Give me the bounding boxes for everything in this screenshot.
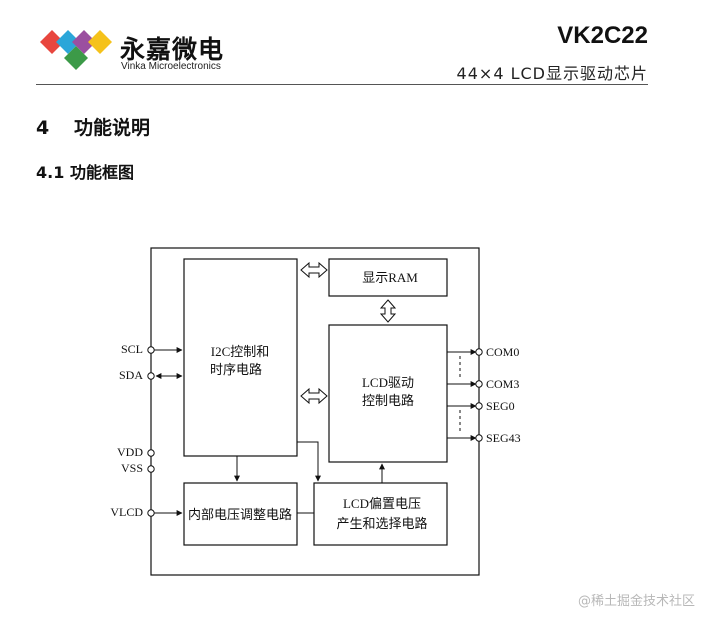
ram-driver-bus-arrow (379, 299, 397, 323)
section-heading: 4 功能说明 (36, 113, 150, 140)
pin-vlcd: VLCD (110, 505, 183, 519)
pin-vlcd-label: VLCD (110, 505, 143, 519)
pin-sda-label: SDA (119, 368, 143, 382)
pin-com3: COM3 (447, 377, 519, 391)
brand-name-english: Vinka Microelectronics (121, 61, 221, 72)
display-ram-block (328, 258, 448, 297)
subsection-heading: 4.1 功能框图 (36, 159, 134, 183)
pin-seg0-label: SEG0 (486, 399, 515, 413)
pin-com3-label: COM3 (486, 377, 519, 391)
i2c-driver-bus-arrow (300, 387, 328, 405)
i2c-to-bias-arrow (297, 441, 321, 482)
i2c-control-block (183, 258, 298, 457)
voltage-adjust-label: 内部电压调整电路 (188, 507, 292, 522)
document-subtitle: 44×4 LCD显示驱动芯片 (456, 64, 648, 83)
i2c-block-label-2: 时序电路 (210, 362, 262, 377)
header-divider (36, 84, 648, 85)
section-title-text: 功能说明 (74, 117, 151, 139)
subsection-title-text: 功能框图 (70, 163, 135, 182)
pin-com0-label: COM0 (486, 345, 519, 359)
voltage-adjust-block (183, 482, 298, 546)
watermark: @稀土掘金技术社区 (577, 594, 695, 609)
pin-scl: SCL (121, 342, 183, 356)
pin-sda: SDA (119, 368, 183, 382)
lcd-driver-label-1: LCD驱动 (362, 375, 414, 390)
lcd-bias-label-2: 产生和选择电路 (336, 516, 427, 531)
vinka-logo-icon (40, 30, 112, 70)
lcd-bias-block (313, 482, 448, 546)
pin-vdd-label: VDD (117, 445, 143, 459)
lcd-driver-label-2: 控制电路 (362, 393, 414, 408)
lcd-driver-block (328, 324, 448, 463)
pin-vss-label: VSS (121, 461, 143, 475)
pin-com0: COM0 (447, 345, 519, 359)
brand-name-chinese: 永嘉微电 (120, 35, 225, 64)
chip-outline (150, 247, 480, 576)
pin-seg43-label: SEG43 (486, 431, 521, 445)
subsection-number: 4.1 (36, 163, 65, 182)
lcd-bias-label-1: LCD偏置电压 (343, 496, 421, 511)
pin-seg43: SEG43 (447, 431, 521, 445)
pin-seg0: SEG0 (447, 399, 515, 413)
document-model-number: VK2C22 (557, 22, 648, 49)
pin-vss: VSS (121, 461, 155, 475)
section-number: 4 (36, 117, 50, 139)
pin-vdd: VDD (117, 445, 155, 459)
i2c-ram-bus-arrow (300, 261, 328, 279)
i2c-block-label-1: I2C控制和 (211, 344, 270, 359)
pin-scl-label: SCL (121, 342, 143, 356)
display-ram-label: 显示RAM (362, 270, 418, 285)
